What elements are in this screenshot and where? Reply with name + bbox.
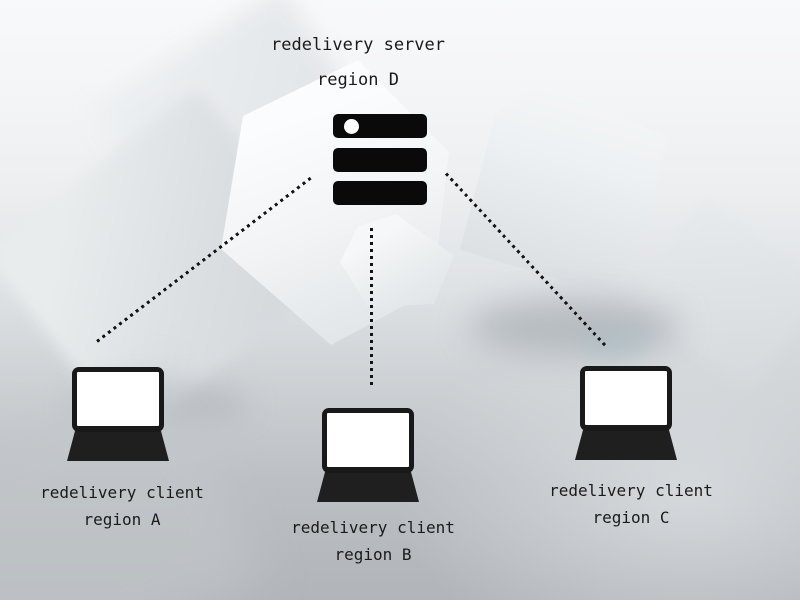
client-label-region-c: redelivery client region C: [521, 477, 741, 531]
client-region: region B: [334, 545, 412, 564]
background-shadow: [470, 298, 680, 356]
server-unit: [333, 147, 427, 172]
laptop-base: [67, 431, 169, 461]
background-haze: [580, 330, 650, 356]
laptop-base: [575, 430, 677, 460]
server-rack-icon: [333, 114, 427, 205]
laptop-icon-region-c: [575, 366, 677, 462]
server-name: redelivery server: [271, 35, 445, 55]
server-unit: [333, 114, 427, 138]
laptop-display: [77, 372, 159, 426]
connection-server-to-region-b: [370, 228, 373, 389]
client-label-region-b: redelivery client region B: [263, 514, 483, 568]
client-name: redelivery client: [549, 481, 713, 500]
server-label: redelivery server region D: [208, 34, 508, 92]
server-indicator-light: [344, 118, 359, 134]
background-cube: [628, 198, 800, 390]
laptop-base: [317, 472, 419, 502]
client-name: redelivery client: [291, 518, 455, 537]
client-label-region-a: redelivery client region A: [12, 479, 232, 533]
background-cube: [460, 82, 667, 293]
client-region: region C: [592, 508, 670, 527]
client-name: redelivery client: [40, 483, 204, 502]
laptop-icon-region-b: [317, 408, 419, 504]
laptop-display: [585, 371, 667, 425]
laptop-display: [327, 413, 409, 467]
server-region: region D: [317, 70, 399, 90]
laptop-screen-frame: [580, 366, 672, 431]
laptop-icon-region-a: [67, 367, 169, 463]
laptop-screen-frame: [72, 367, 164, 432]
client-region: region A: [83, 510, 161, 529]
server-unit: [333, 181, 427, 205]
laptop-screen-frame: [322, 408, 414, 473]
